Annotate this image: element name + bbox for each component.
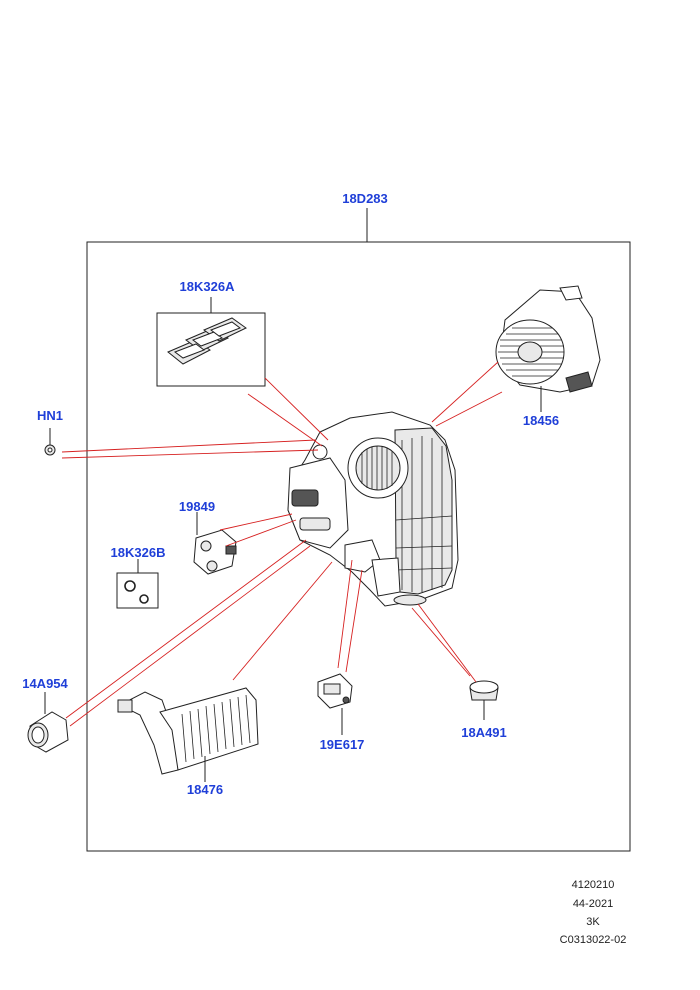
assembly-frame — [86, 241, 631, 852]
gasket-set-part — [156, 312, 266, 387]
grommet-part — [469, 680, 499, 701]
hvac-housing — [287, 411, 459, 607]
blower-motor-callout[interactable]: 18456 — [523, 413, 559, 428]
heater-core-callout[interactable]: 18476 — [187, 782, 223, 797]
clip-part — [44, 444, 56, 456]
expansion-valve-callout[interactable]: 19849 — [179, 499, 215, 514]
gasket-set-callout[interactable]: 18K326A — [180, 279, 236, 294]
connector-callout[interactable]: 14A954 — [22, 676, 68, 691]
assembly-callout[interactable]: 18D283 — [342, 191, 388, 206]
footer-code-3: 3K — [586, 916, 600, 928]
clip-callout[interactable]: HN1 — [37, 408, 63, 423]
connector-part — [27, 711, 69, 753]
footer-code-4: C0313022-02 — [559, 934, 627, 946]
heater-core-part — [117, 687, 259, 775]
footer-code-2: 44-2021 — [572, 898, 614, 910]
seal-kit-part — [116, 572, 159, 609]
blower-motor-part — [495, 285, 601, 393]
actuator-part — [317, 673, 353, 709]
seal-kit-callout[interactable]: 18K326B — [111, 545, 166, 560]
grommet-callout[interactable]: 18A491 — [461, 725, 507, 740]
expansion-valve-part — [193, 529, 237, 575]
actuator-callout[interactable]: 19E617 — [320, 737, 365, 752]
footer-code-1: 4120210 — [571, 879, 615, 891]
red-leader-lines — [61, 361, 503, 727]
